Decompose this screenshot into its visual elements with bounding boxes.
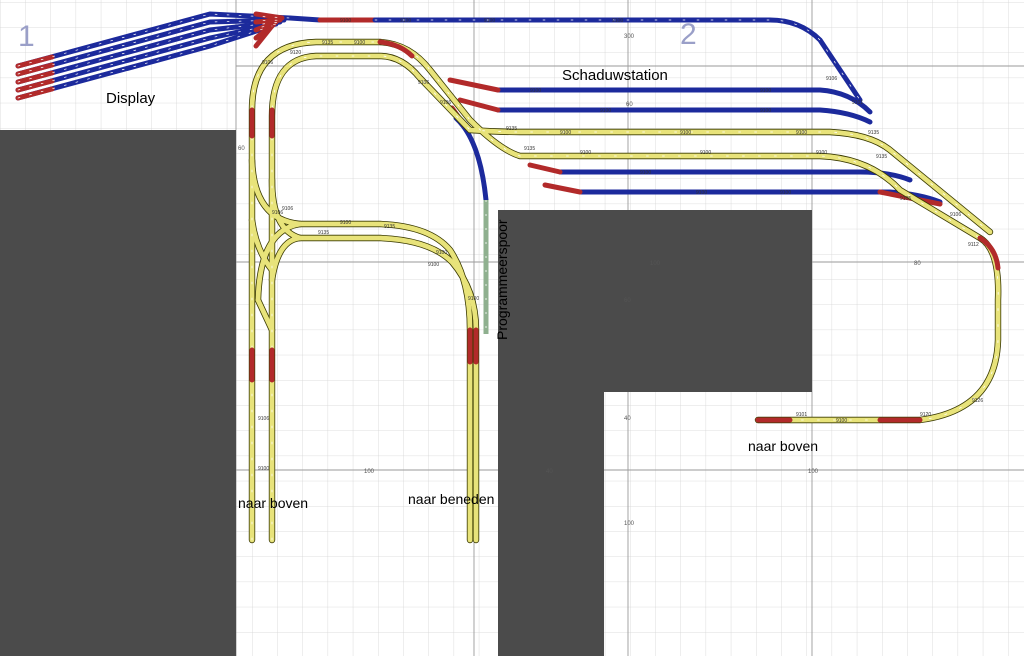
track-code: 9100 <box>612 18 623 24</box>
track-code: 9120 <box>290 50 301 56</box>
track-code: 9100 <box>680 130 691 136</box>
dimension-label: 40 <box>624 416 631 422</box>
track-code: 9100 <box>600 108 611 114</box>
track-code: 9106 <box>440 100 451 106</box>
track-code: 9100 <box>580 150 591 156</box>
track-code: 9135 <box>506 126 517 132</box>
track-code: 9100 <box>760 88 771 94</box>
track-code-labels: 9106 9100 9100 9100 9120 9135 9100 9100 … <box>258 18 983 472</box>
label-naar-boven-right: naar boven <box>748 438 818 454</box>
label-display: Display <box>106 90 156 107</box>
track-code: 9135 <box>868 130 879 136</box>
track-code: 9100 <box>258 466 269 472</box>
dimension-label: 60 <box>626 102 633 108</box>
dimension-label: 100 <box>624 521 635 527</box>
track-code: 9106 <box>262 60 273 66</box>
track-code: 9100 <box>836 418 847 424</box>
track-code: 9135 <box>524 146 535 152</box>
track-code: 9100 <box>530 88 541 94</box>
wall-left <box>0 130 236 656</box>
track-code: 9105 <box>900 196 911 202</box>
dimension-label: 100 <box>650 261 661 267</box>
track-code: 9100 <box>560 130 571 136</box>
track-code: 9100 <box>400 18 411 24</box>
blue-tracks <box>15 11 943 207</box>
track-code: 9135 <box>322 40 333 46</box>
track-code: 9106 <box>282 206 293 212</box>
station-number-2: 2 <box>680 18 697 51</box>
track-code: 9100 <box>780 190 791 196</box>
track-code: 9106 <box>258 416 269 422</box>
track-code: 9100 <box>796 130 807 136</box>
dimension-label: 60 <box>238 146 245 152</box>
track-code: 9100 <box>696 190 707 196</box>
station-number-1: 1 <box>18 20 35 53</box>
yellow-tracks <box>248 38 1002 544</box>
main-blue-loop <box>372 17 863 103</box>
dimension-label: 100 <box>364 469 375 475</box>
wall-regions <box>0 130 812 656</box>
dimension-label: 60 <box>624 298 631 304</box>
track-code: 9100 <box>700 150 711 156</box>
dimension-label: 40 <box>546 469 553 475</box>
track-code: 9100 <box>816 150 827 156</box>
label-naar-boven-left: naar boven <box>238 495 308 511</box>
track-code: 9101 <box>852 100 863 106</box>
track-code: 9120 <box>920 412 931 418</box>
track-code: 9101 <box>796 412 807 418</box>
station-numbers: 1 2 <box>18 18 697 53</box>
track-code: 9100 <box>436 250 447 256</box>
dimension-labels: 100 100 40 100 300 60 80 60 40 100 60 <box>238 34 921 527</box>
track-code: 9100 <box>760 108 771 114</box>
track-code: 9100 <box>468 296 479 302</box>
dimension-label: 80 <box>914 261 921 267</box>
dimension-label: 300 <box>624 34 635 40</box>
track-code: 9135 <box>876 154 887 160</box>
label-naar-beneden: naar beneden <box>408 491 494 507</box>
track-code: 9100 <box>340 18 351 24</box>
track-code: 9100 <box>354 40 365 46</box>
track-code: 9112 <box>968 242 979 248</box>
track-code: 9100 <box>428 262 439 268</box>
display-tracks <box>15 11 378 101</box>
track-code: 9106 <box>826 76 837 82</box>
track-code: 9135 <box>384 224 395 230</box>
label-programmeerspoor: Programmeerspoor <box>494 219 510 340</box>
wall-center <box>498 210 812 656</box>
track-code: 9126 <box>972 398 983 404</box>
area-labels: Display Schaduwstation Programmeerspoor … <box>106 67 818 511</box>
track-code: 9100 <box>340 220 351 226</box>
dimension-label: 100 <box>808 469 819 475</box>
track-code: 9106 <box>418 80 429 86</box>
track-code: 9135 <box>318 230 329 236</box>
track-code: 9100 <box>640 170 651 176</box>
label-schaduwstation: Schaduwstation <box>562 67 668 84</box>
track-code: 9106 <box>272 210 283 216</box>
track-code: 9100 <box>484 18 495 24</box>
track-code: 9106 <box>950 212 961 218</box>
